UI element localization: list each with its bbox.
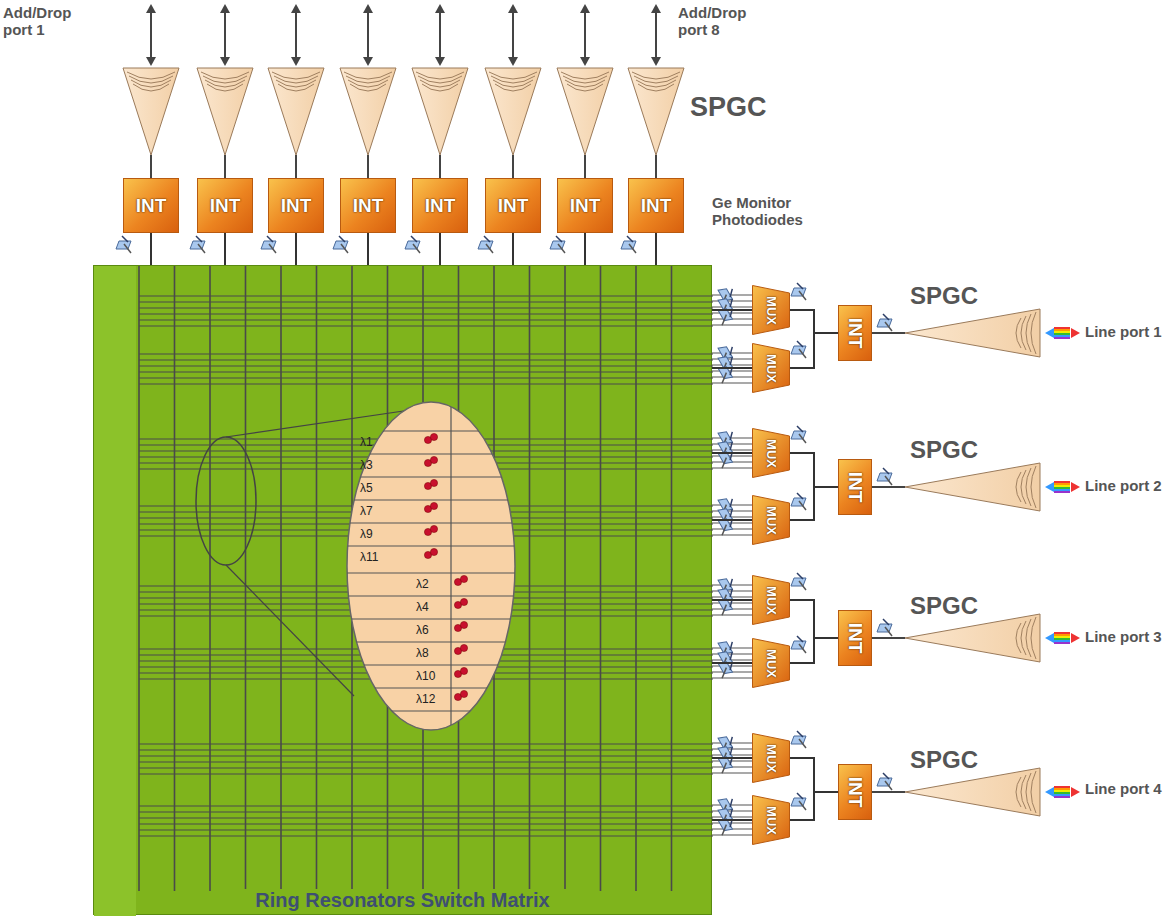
wavelength-label: λ10	[416, 669, 435, 683]
wavelength-label: λ7	[360, 504, 373, 518]
port-label: Line port 3	[1085, 628, 1162, 645]
box-label: INT	[210, 195, 241, 217]
switch-matrix: Ring Resonators Switch Matrixλ1λ3λ5λ7λ9λ…	[93, 265, 712, 915]
port-label: Line port 2	[1085, 477, 1162, 494]
port-label: Add/Drop port 8	[678, 4, 756, 39]
wavelength-label: λ6	[416, 623, 429, 637]
box-label: INT	[425, 195, 456, 217]
mux-trapezoid: MUX	[752, 428, 790, 478]
box-label: MUX	[763, 354, 778, 383]
waveguide-connector	[224, 233, 226, 265]
waveguide-connector	[790, 600, 838, 638]
wavelength-label: λ1	[360, 435, 373, 449]
mux-trapezoid: MUX	[752, 343, 790, 393]
wavelength-label: λ8	[416, 646, 429, 660]
box-label: MUX	[763, 586, 778, 615]
interleaver-box: INT	[268, 178, 324, 233]
wavelength-label: λ4	[416, 600, 429, 614]
waveguide-connector	[150, 233, 152, 265]
interleaver-box: INT	[123, 178, 179, 233]
interleaver-box: INT	[838, 610, 872, 666]
port-label: Line port 1	[1085, 323, 1162, 340]
coupler-label: SPGC	[910, 282, 978, 310]
waveguide-connector	[790, 453, 838, 487]
box-label: MUX	[763, 806, 778, 835]
wavelength-label: λ9	[360, 527, 373, 541]
coupler-label: SPGC	[910, 592, 978, 620]
box-label: INT	[844, 472, 866, 503]
box-label: INT	[136, 195, 167, 217]
coupler-label: SPGC	[910, 746, 978, 774]
port-label: Line port 4	[1085, 780, 1162, 797]
mux-trapezoid: MUX	[752, 285, 790, 335]
waveguide-connector	[295, 233, 297, 265]
mux-trapezoid: MUX	[752, 638, 790, 688]
box-label: MUX	[763, 439, 778, 468]
waveguide-connector	[790, 487, 838, 520]
waveguide-connector	[655, 233, 657, 265]
box-label: MUX	[763, 649, 778, 678]
box-label: INT	[353, 195, 384, 217]
box-label: INT	[641, 195, 672, 217]
waveguide-connector	[439, 233, 441, 265]
waveguide-connector	[512, 233, 514, 265]
wavelength-label: λ3	[360, 458, 373, 472]
interleaver-box: INT	[838, 305, 872, 361]
coupler-label: SPGC	[690, 92, 767, 123]
waveguide-connector	[790, 758, 838, 792]
port-label: Ge Monitor Photodiodes	[712, 194, 847, 229]
waveguide-connector	[584, 233, 586, 265]
box-label: MUX	[763, 744, 778, 773]
box-label: INT	[498, 195, 529, 217]
waveguide-connector	[790, 333, 838, 368]
waveguide-connector	[712, 309, 752, 311]
box-label: INT	[570, 195, 601, 217]
waveguide-connector	[367, 233, 369, 265]
interleaver-box: INT	[557, 178, 613, 233]
interleaver-box: INT	[340, 178, 396, 233]
waveguide-connector	[712, 367, 752, 369]
wavelength-label: λ2	[416, 577, 429, 591]
mux-trapezoid: MUX	[752, 733, 790, 783]
waveguide-connector	[790, 310, 838, 333]
waveguide-connector	[712, 819, 752, 821]
waveguide-connector	[790, 792, 838, 820]
interleaver-box: INT	[628, 178, 684, 233]
box-label: INT	[844, 777, 866, 808]
interleaver-box: INT	[838, 459, 872, 515]
matrix-title: Ring Resonators Switch Matrix	[238, 889, 568, 912]
interleaver-box: INT	[485, 178, 541, 233]
wavelength-label: λ5	[360, 481, 373, 495]
mux-trapezoid: MUX	[752, 495, 790, 545]
waveguide-connector	[712, 757, 752, 759]
interleaver-box: INT	[197, 178, 253, 233]
box-label: INT	[844, 318, 866, 349]
wavelength-label: λ12	[416, 692, 435, 706]
waveguide-connector	[712, 519, 752, 521]
interleaver-box: INT	[412, 178, 468, 233]
box-label: INT	[281, 195, 312, 217]
waveguide-connector	[712, 662, 752, 664]
box-label: MUX	[763, 506, 778, 535]
wavelength-label: λ11	[360, 550, 378, 564]
mux-trapezoid: MUX	[752, 795, 790, 845]
waveguide-connector	[712, 452, 752, 454]
zoom-ellipse: λ1 λ3 λ5 λ7 λ9 λ11 λ2 λ4 λ6 λ8 λ10 λ12	[346, 401, 516, 731]
box-label: INT	[844, 623, 866, 654]
mux-trapezoid: MUX	[752, 575, 790, 625]
waveguide-connector	[790, 638, 838, 663]
coupler-label: SPGC	[910, 436, 978, 464]
port-label: Add/Drop port 1	[3, 4, 81, 39]
interleaver-box: INT	[838, 764, 872, 820]
box-label: MUX	[763, 296, 778, 325]
waveguide-connector	[712, 599, 752, 601]
